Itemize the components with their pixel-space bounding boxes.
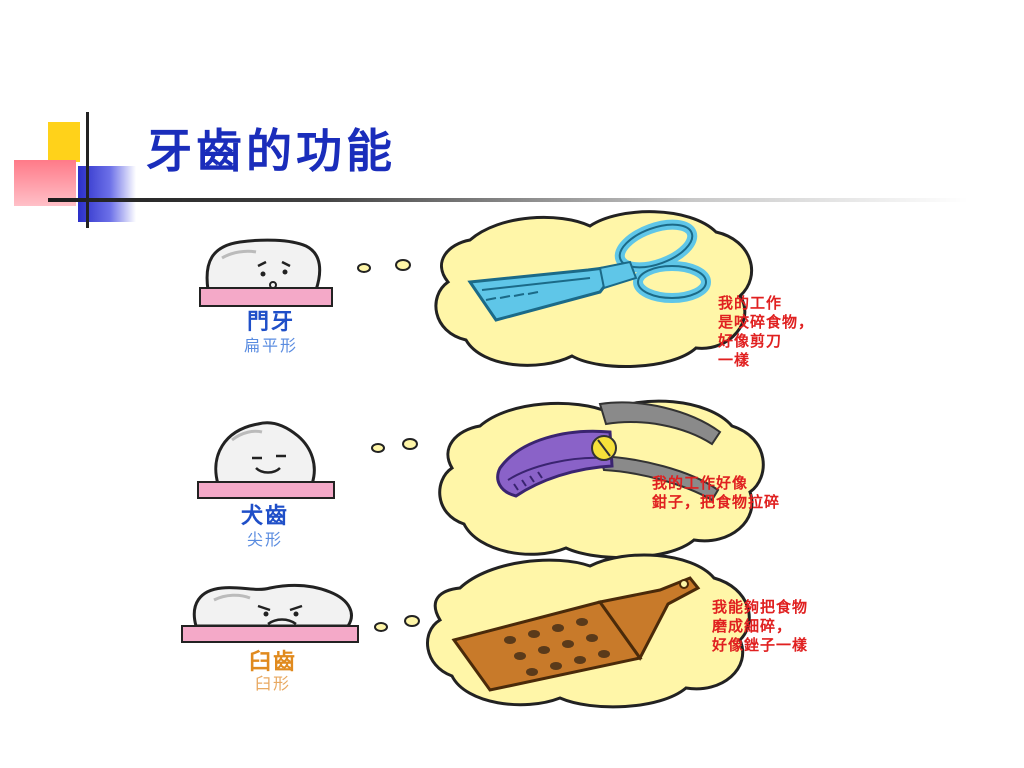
slide-title: 牙齒的功能 [146,124,396,178]
molar-name: 臼齒 [248,650,297,675]
caption-line: 一樣 [718,351,751,369]
caption-line: 好像剪刀 [718,332,783,350]
thought-bubble-dots-3 [374,615,420,632]
grater-icon [451,576,701,692]
scissors-icon [467,219,711,322]
decor-yellow-square [48,122,80,162]
molar-tooth-icon [181,583,359,643]
caption-line: 是咬碎食物， [718,313,815,331]
incisor-shape: 扁平形 [243,336,298,355]
canine-name: 犬齒 [240,504,289,529]
incisor-tooth-icon [199,238,333,307]
decor-vertical-line [86,112,89,228]
molar-shape: 臼形 [254,674,291,693]
thought-bubble-dots-2 [371,438,418,453]
caption-line: 我能夠把食物 [712,598,809,616]
incisor-caption: 我的工作 是咬碎食物， 好像剪刀 一樣 [718,294,814,370]
canine-shape: 尖形 [246,530,283,549]
caption-line: 我的工作 [718,294,783,312]
caption-line: 好像銼子一樣 [712,636,809,654]
molar-caption: 我能夠把食物 磨成細碎， 好像銼子一樣 [712,598,808,655]
pliers-icon [496,401,722,502]
canine-tooth-icon [197,421,335,499]
caption-line: 鉗子，把食物拉碎 [652,493,781,511]
incisor-name: 門牙 [246,310,295,335]
caption-line: 我的工作好像 [652,474,749,492]
canine-caption: 我的工作好像 鉗子，把食物拉碎 [652,474,780,512]
caption-line: 磨成細碎， [712,617,793,635]
thought-bubble-dots-1 [357,259,411,273]
title-underline [48,198,968,202]
